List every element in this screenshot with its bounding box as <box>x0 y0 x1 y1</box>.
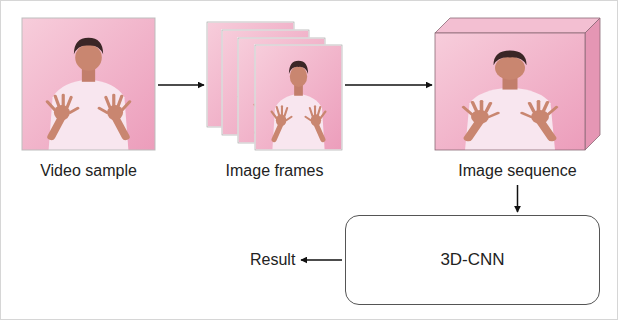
image-caption: Video sample <box>40 162 137 180</box>
video-sample-image <box>22 18 155 150</box>
flow-arrow <box>517 185 519 212</box>
box-label: 3D-CNN <box>440 250 504 270</box>
flow-arrow <box>158 84 204 86</box>
output-label: Result <box>250 251 296 269</box>
image-frame-stack <box>207 22 342 150</box>
model-box: 3D-CNN <box>345 215 600 305</box>
image-frames-node: Image frames <box>207 20 342 150</box>
flow-arrow <box>301 259 342 261</box>
image-caption: Image frames <box>226 162 324 180</box>
video-sample-node: Video sample <box>22 18 155 150</box>
image-sequence-node: Image sequence <box>435 18 600 150</box>
image-caption: Image sequence <box>458 162 576 180</box>
result-node: Result <box>248 249 298 271</box>
image-sequence-cube <box>435 18 600 150</box>
flow-arrow <box>345 84 432 86</box>
